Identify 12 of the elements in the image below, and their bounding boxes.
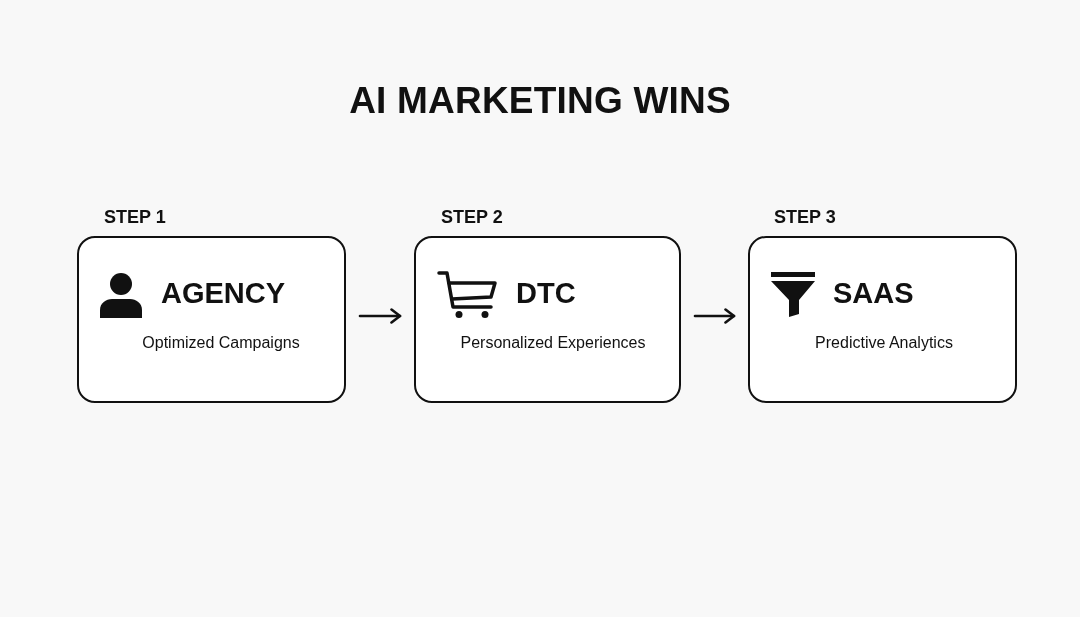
step-label: STEP 1 [104,208,166,226]
card-subtitle: Predictive Analytics [815,335,953,351]
arrow [358,308,402,324]
card-title: AGENCY [161,279,286,308]
diagram-title: AI MARKETING WINS [349,82,731,119]
card-subtitle: Personalized Experiences [460,335,646,351]
card-title: SAAS [833,279,914,308]
card-title: DTC [516,279,576,308]
card-subtitle: Optimized Campaigns [142,335,300,351]
step-label: STEP 2 [441,208,503,226]
step-label: STEP 3 [774,208,836,226]
arrow [693,308,736,324]
